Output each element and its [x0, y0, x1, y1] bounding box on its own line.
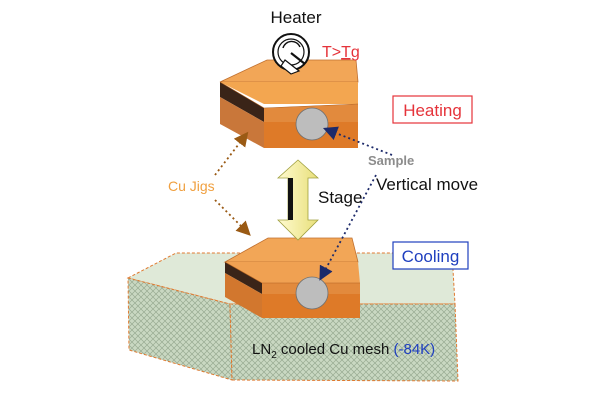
- temperature-condition: T>Tg: [322, 44, 360, 61]
- cu-mesh-base: [126, 252, 459, 382]
- sample-label: Sample: [368, 153, 414, 168]
- mesh-label: LN2 cooled Cu mesh (-84K): [252, 341, 435, 361]
- heating-label: Heating: [403, 101, 462, 120]
- stage-label: Stage: [318, 188, 362, 207]
- vertical-move-arrow: [276, 159, 320, 241]
- upper-cu-jig: [219, 59, 359, 148]
- lower-sample-disc: [295, 276, 329, 310]
- cu-jigs-label: Cu Jigs: [168, 178, 215, 194]
- cooling-label: Cooling: [402, 247, 460, 266]
- vertical-move-label: Vertical move: [376, 175, 478, 194]
- cooling-label-box: Cooling: [392, 241, 469, 270]
- cu-jigs-pointer-arrows: [214, 131, 251, 236]
- heating-label-box: Heating: [392, 95, 473, 124]
- heater-label: Heater: [270, 8, 321, 27]
- sample-pointer-arrows: [319, 126, 393, 281]
- upper-sample-disc: [295, 107, 329, 141]
- lower-cu-jig: [223, 237, 360, 318]
- heater-gauge-icon: [272, 33, 310, 75]
